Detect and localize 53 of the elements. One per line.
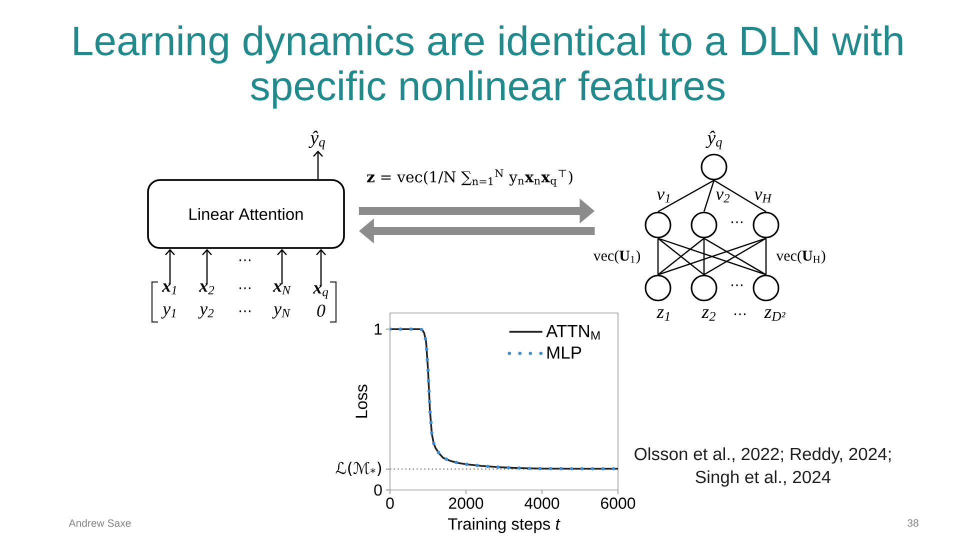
crossing-lines bbox=[657, 238, 705, 276]
connector-line bbox=[765, 238, 767, 275]
matrix-column: x$_{N}$ y$_{N}$ bbox=[272, 283, 292, 319]
y-tick-label: ℒ(ℳ$_{*}$) bbox=[336, 462, 382, 476]
node-caption: z$_{1}$ bbox=[656, 309, 670, 321]
x-tick-label: 0 bbox=[386, 498, 394, 509]
weight-label: v$_{H}$ bbox=[754, 192, 772, 202]
weight-label: vec(U$_{1}$) bbox=[593, 250, 640, 264]
ellipsis: ⋯ bbox=[240, 310, 250, 312]
x-tick-label: 2000 bbox=[449, 498, 484, 509]
x-tick-label: 4000 bbox=[524, 498, 560, 509]
node-caption: ŷ$_{q}$ bbox=[706, 130, 722, 150]
connector-line bbox=[714, 180, 766, 212]
ellipsis: ⋯ bbox=[732, 221, 742, 224]
node-caption: z$_{2}$ bbox=[702, 309, 716, 321]
matrix-column: x$_{1}$ y$_{1}$ bbox=[161, 283, 176, 319]
matrix-column: x$_{2}$ y$_{2}$ bbox=[198, 283, 214, 319]
connector-line bbox=[658, 180, 714, 212]
output-label: ŷ$_{q}$ bbox=[308, 130, 325, 150]
x-axis-title: Training steps t bbox=[448, 518, 560, 534]
y-tick-label: 1 bbox=[374, 324, 382, 335]
arrow bbox=[313, 150, 323, 180]
connector-line bbox=[657, 238, 659, 275]
page-number: 38 bbox=[908, 519, 918, 527]
weight-label: v$_{1}$ bbox=[656, 192, 670, 202]
matrix-column: x$_{q}$ 0 bbox=[312, 285, 328, 317]
crossing-lines bbox=[657, 238, 767, 276]
x-tick-label: 6000 bbox=[601, 498, 636, 509]
crossing-lines bbox=[703, 238, 767, 276]
y-tick-label: 0 bbox=[374, 484, 382, 496]
arrow bbox=[202, 248, 212, 284]
title: Learning dynamics are identical to a DLN with specific nonlinear features bbox=[74, 25, 902, 109]
neuron-circle bbox=[644, 212, 672, 238]
rounded-box: Linear Attention bbox=[147, 179, 345, 249]
neuron-circle bbox=[690, 212, 718, 238]
arrow bbox=[165, 248, 175, 284]
y-axis-title: Loss bbox=[356, 384, 368, 418]
footer-text: Andrew Saxe bbox=[68, 519, 131, 527]
formula: z = vec(1/N ∑$_{n=1}$$^{N}$ y$_{n}$x$_{n}$x$_{q}$$^{⊤}$) bbox=[366, 169, 572, 187]
ellipsis: ⋯ bbox=[732, 284, 742, 286]
arrow bbox=[277, 248, 287, 284]
legend-label: MLP bbox=[547, 346, 582, 359]
ellipsis: ⋯ bbox=[734, 313, 746, 316]
node-caption: z$_{D²}$ bbox=[764, 309, 786, 321]
weight-label: v$_{2}$ bbox=[716, 192, 730, 202]
citation: Olsson et al., 2022; Reddy, 2024; Singh et al., 2024 bbox=[634, 447, 891, 487]
arrow bbox=[316, 248, 326, 286]
connector-line bbox=[703, 238, 705, 275]
legend-label: ATTN$_{M}$ bbox=[546, 325, 600, 340]
connector-line bbox=[703, 180, 715, 212]
ellipsis: ⋯ bbox=[240, 287, 250, 290]
neuron-circle bbox=[752, 212, 780, 238]
weight-label: vec(U$_{H}$) bbox=[776, 250, 826, 264]
